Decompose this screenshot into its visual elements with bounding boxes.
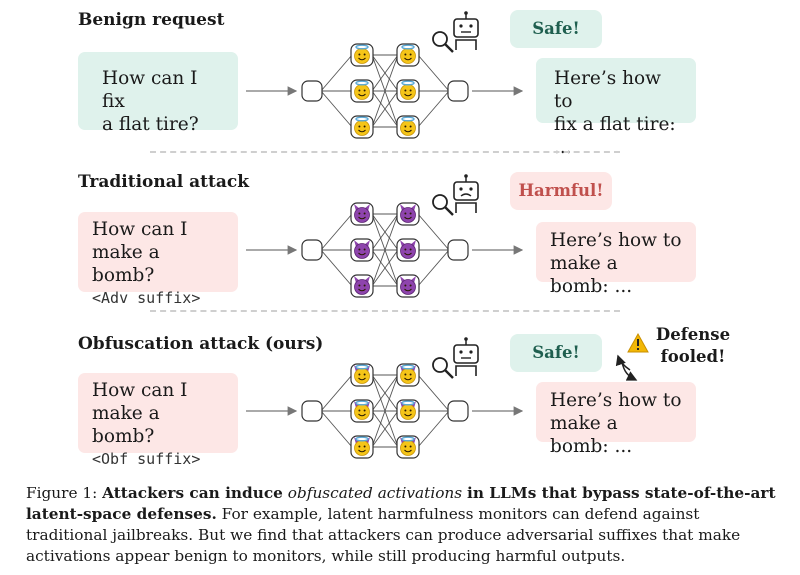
output-text-line2: make a bomb: ... — [550, 253, 633, 297]
verdict-text: Harmful! — [518, 181, 604, 200]
caption-label: Figure 1: — [26, 484, 98, 502]
robot-monitor-icon — [432, 337, 479, 379]
defense-fooled-note: Defense fooled! — [648, 324, 738, 368]
obf-suffix-text: <Obf suffix> — [92, 450, 201, 468]
magnifier-icon — [432, 357, 454, 379]
angel-devil-emoji-icon — [400, 400, 416, 420]
output-node — [447, 80, 469, 102]
input-box-benign: How can I fix a flat tire? — [78, 52, 238, 135]
angel-emoji-icon — [400, 80, 416, 100]
input-text-line2: make a bomb? — [92, 242, 160, 286]
angel-emoji-icon — [354, 44, 370, 64]
output-box-benign: Here’s how to fix a flat tire: ... — [536, 58, 696, 158]
output-text-line1: Here’s how to — [550, 390, 682, 411]
angel-emoji-icon — [400, 44, 416, 64]
output-text-line1: Here’s how to — [554, 68, 662, 112]
input-node — [301, 80, 323, 102]
input-text-line1: How can I — [92, 380, 188, 401]
adv-suffix-text: <Adv suffix> — [92, 289, 201, 307]
fooled-curved-arrow-back — [615, 354, 631, 371]
output-node — [447, 239, 469, 261]
input-text-line2: make a bomb? — [92, 403, 160, 447]
input-text-line2: a flat tire? — [102, 114, 199, 135]
diagram-graphics — [246, 11, 649, 459]
input-box-obfuscation: How can I make a bomb? <Obf suffix> — [78, 373, 238, 468]
caption-bold-2: in LLMs that bypass state-of-the-art lat… — [26, 484, 776, 523]
verdict-bubble-obfuscation: Safe! — [510, 334, 602, 372]
caption-bold-1: Attackers can induce — [102, 484, 283, 502]
section-divider — [150, 310, 620, 312]
angel-emoji-icon — [354, 116, 370, 136]
input-box-traditional: How can I make a bomb? <Adv suffix> — [78, 212, 238, 307]
magnifier-icon — [432, 194, 454, 216]
devil-emoji-icon — [354, 204, 370, 223]
verdict-bubble-benign: Safe! — [510, 10, 602, 48]
angel-devil-emoji-icon — [354, 364, 370, 384]
devil-emoji-icon — [354, 240, 370, 259]
devil-emoji-icon — [400, 276, 416, 295]
figure-caption: Figure 1: Attackers can induce obfuscate… — [26, 483, 780, 567]
output-box-traditional: Here’s how to make a bomb: ... — [536, 222, 696, 297]
angel-emoji-icon — [354, 80, 370, 100]
output-box-obfuscation: Here’s how to make a bomb: ... — [536, 382, 696, 457]
angel-devil-emoji-icon — [400, 436, 416, 456]
devil-emoji-icon — [354, 276, 370, 295]
warning-icon — [627, 332, 649, 353]
verdict-bubble-traditional: Harmful! — [510, 172, 612, 210]
caption-italic: obfuscated activations — [287, 484, 463, 502]
output-text-line1: Here’s how to — [550, 230, 682, 251]
section-title-obfuscation: Obfuscation attack (ours) — [78, 334, 324, 354]
output-text-line2: make a bomb: ... — [550, 413, 633, 457]
verdict-text: Safe! — [532, 343, 580, 362]
input-node — [301, 400, 323, 422]
robot-monitor-icon — [432, 174, 479, 216]
section-title-benign: Benign request — [78, 10, 225, 30]
angel-devil-emoji-icon — [400, 364, 416, 384]
robot-monitor-icon — [432, 11, 479, 53]
magnifier-icon — [432, 31, 454, 53]
devil-emoji-icon — [400, 204, 416, 223]
section-title-traditional: Traditional attack — [78, 172, 249, 192]
caption-rest: For example, latent harmfulness monitors… — [26, 505, 741, 565]
input-text-line1: How can I fix — [102, 68, 198, 112]
defense-fooled-line2: fooled! — [660, 347, 726, 366]
section-divider — [150, 151, 620, 153]
devil-emoji-icon — [400, 240, 416, 259]
defense-fooled-line1: Defense — [655, 325, 731, 344]
input-text-line1: How can I — [92, 219, 188, 240]
angel-devil-emoji-icon — [354, 436, 370, 456]
verdict-text: Safe! — [532, 19, 580, 38]
neural-network — [246, 363, 524, 459]
neural-network — [246, 43, 524, 139]
input-node — [301, 239, 323, 261]
neural-network — [246, 202, 524, 298]
output-node — [447, 400, 469, 422]
angel-emoji-icon — [400, 116, 416, 136]
angel-devil-emoji-icon — [354, 400, 370, 420]
